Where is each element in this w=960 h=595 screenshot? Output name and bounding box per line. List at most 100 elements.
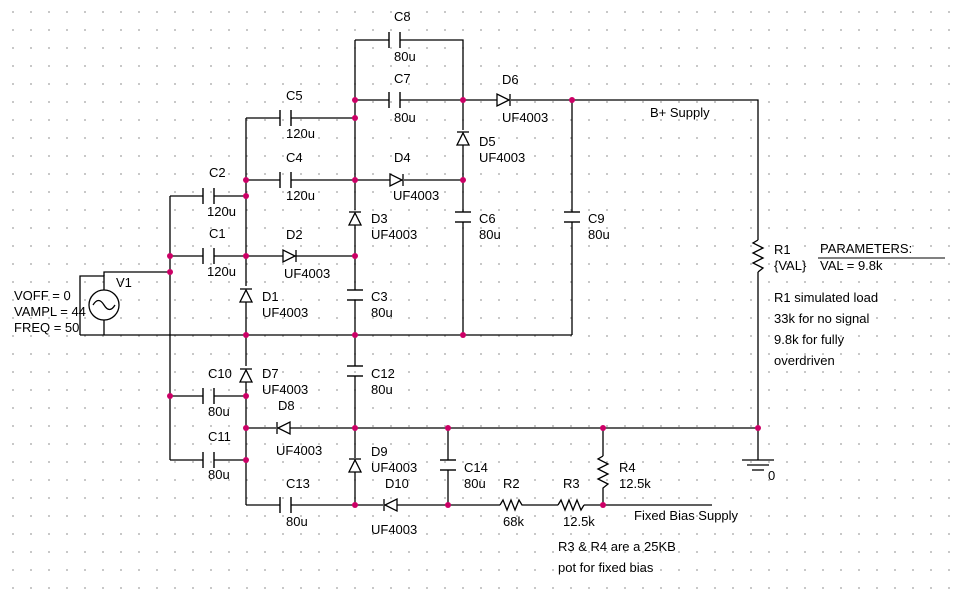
junction-dot <box>352 97 358 103</box>
r3-name: R3 <box>563 476 580 491</box>
r1-name: R1 <box>774 242 791 257</box>
d3-value: UF4003 <box>371 227 417 242</box>
junction-dot <box>460 177 466 183</box>
c14-value: 80u <box>464 476 486 491</box>
capacitors <box>202 32 580 513</box>
junction-dot <box>569 97 575 103</box>
junction-dot <box>352 115 358 121</box>
d1-value: UF4003 <box>262 305 308 320</box>
bplus-supply-label: B+ Supply <box>650 105 710 120</box>
junction-dot <box>352 425 358 431</box>
junction-dot <box>167 253 173 259</box>
c11-name: C11 <box>208 429 231 444</box>
c2-name: C2 <box>209 165 226 180</box>
d5-value: UF4003 <box>479 150 525 165</box>
r2-value: 68k <box>503 514 524 529</box>
junction-dots <box>167 97 761 508</box>
junction-dot <box>460 97 466 103</box>
junction-dot <box>600 502 606 508</box>
d1-name: D1 <box>262 289 279 304</box>
c4-name: C4 <box>286 150 303 165</box>
junction-dot <box>445 425 451 431</box>
junction-dot <box>243 425 249 431</box>
c8-name: C8 <box>394 9 411 24</box>
r1-value: {VAL} <box>774 258 807 273</box>
d4-value: UF4003 <box>393 188 439 203</box>
junction-dot <box>167 393 173 399</box>
c8-value: 80u <box>394 49 416 64</box>
junction-dot <box>352 332 358 338</box>
parameters-val: VAL = 9.8k <box>820 258 883 273</box>
c7-name: C7 <box>394 71 411 86</box>
junction-dot <box>243 177 249 183</box>
ground-symbol <box>742 459 774 471</box>
c5-name: C5 <box>286 88 303 103</box>
d4-name: D4 <box>394 150 411 165</box>
c9-value: 80u <box>588 227 610 242</box>
d7-value: UF4003 <box>262 382 308 397</box>
ground-label: 0 <box>768 468 775 483</box>
c3-value: 80u <box>371 305 393 320</box>
c5-value: 120u <box>286 126 315 141</box>
labels: VOFF = 0 VAMPL = 44 FREQ = 50 V1 C2 120u… <box>14 9 912 575</box>
source-freq-label: FREQ = 50 <box>14 320 79 335</box>
junction-dot <box>755 425 761 431</box>
c7-value: 80u <box>394 110 416 125</box>
c2-value: 120u <box>207 204 236 219</box>
junction-dot <box>352 253 358 259</box>
c10-value: 80u <box>208 404 230 419</box>
r1-note-line-2: 33k for no signal <box>774 311 870 326</box>
d3-name: D3 <box>371 211 388 226</box>
source-voff-label: VOFF = 0 <box>14 288 71 303</box>
r1-note-line-3: 9.8k for fully <box>774 332 845 347</box>
junction-dot <box>445 502 451 508</box>
source-vampl-label: VAMPL = 44 <box>14 304 86 319</box>
c6-value: 80u <box>479 227 501 242</box>
c1-name: C1 <box>209 226 226 241</box>
r1-note-line-4: overdriven <box>774 353 835 368</box>
d8-name: D8 <box>278 398 295 413</box>
d10-value: UF4003 <box>371 522 417 537</box>
junction-dot <box>243 457 249 463</box>
r1-note-line-1: R1 simulated load <box>774 290 878 305</box>
d6-name: D6 <box>502 72 519 87</box>
c1-value: 120u <box>207 264 236 279</box>
c3-name: C3 <box>371 289 388 304</box>
junction-dot <box>352 502 358 508</box>
d9-value: UF4003 <box>371 460 417 475</box>
c6-name: C6 <box>479 211 496 226</box>
c13-value: 80u <box>286 514 308 529</box>
c12-value: 80u <box>371 382 393 397</box>
d2-value: UF4003 <box>284 266 330 281</box>
r4-value: 12.5k <box>619 476 651 491</box>
r3r4-note-line-1: R3 & R4 are a 25KB <box>558 539 676 554</box>
parameters-header: PARAMETERS: <box>820 241 912 256</box>
d2-name: D2 <box>286 227 303 242</box>
r3-value: 12.5k <box>563 514 595 529</box>
r2-name: R2 <box>503 476 520 491</box>
d9-name: D9 <box>371 444 388 459</box>
c9-name: C9 <box>588 211 605 226</box>
junction-dot <box>460 332 466 338</box>
c12-name: C12 <box>371 366 395 381</box>
junction-dot <box>167 269 173 275</box>
r4-name: R4 <box>619 460 636 475</box>
junction-dot <box>352 177 358 183</box>
junction-dot <box>243 253 249 259</box>
d6-value: UF4003 <box>502 110 548 125</box>
c10-name: C10 <box>208 366 232 381</box>
v1-source <box>88 289 120 321</box>
d7-name: D7 <box>262 366 279 381</box>
junction-dot <box>600 425 606 431</box>
junction-dot <box>243 393 249 399</box>
r3r4-note-line-2: pot for fixed bias <box>558 560 654 575</box>
c11-value: 80u <box>208 467 230 482</box>
c4-value: 120u <box>286 188 315 203</box>
c13-name: C13 <box>286 476 310 491</box>
d10-name: D10 <box>385 476 409 491</box>
resistors <box>499 239 765 512</box>
d5-name: D5 <box>479 134 496 149</box>
fixed-bias-supply-label: Fixed Bias Supply <box>634 508 739 523</box>
